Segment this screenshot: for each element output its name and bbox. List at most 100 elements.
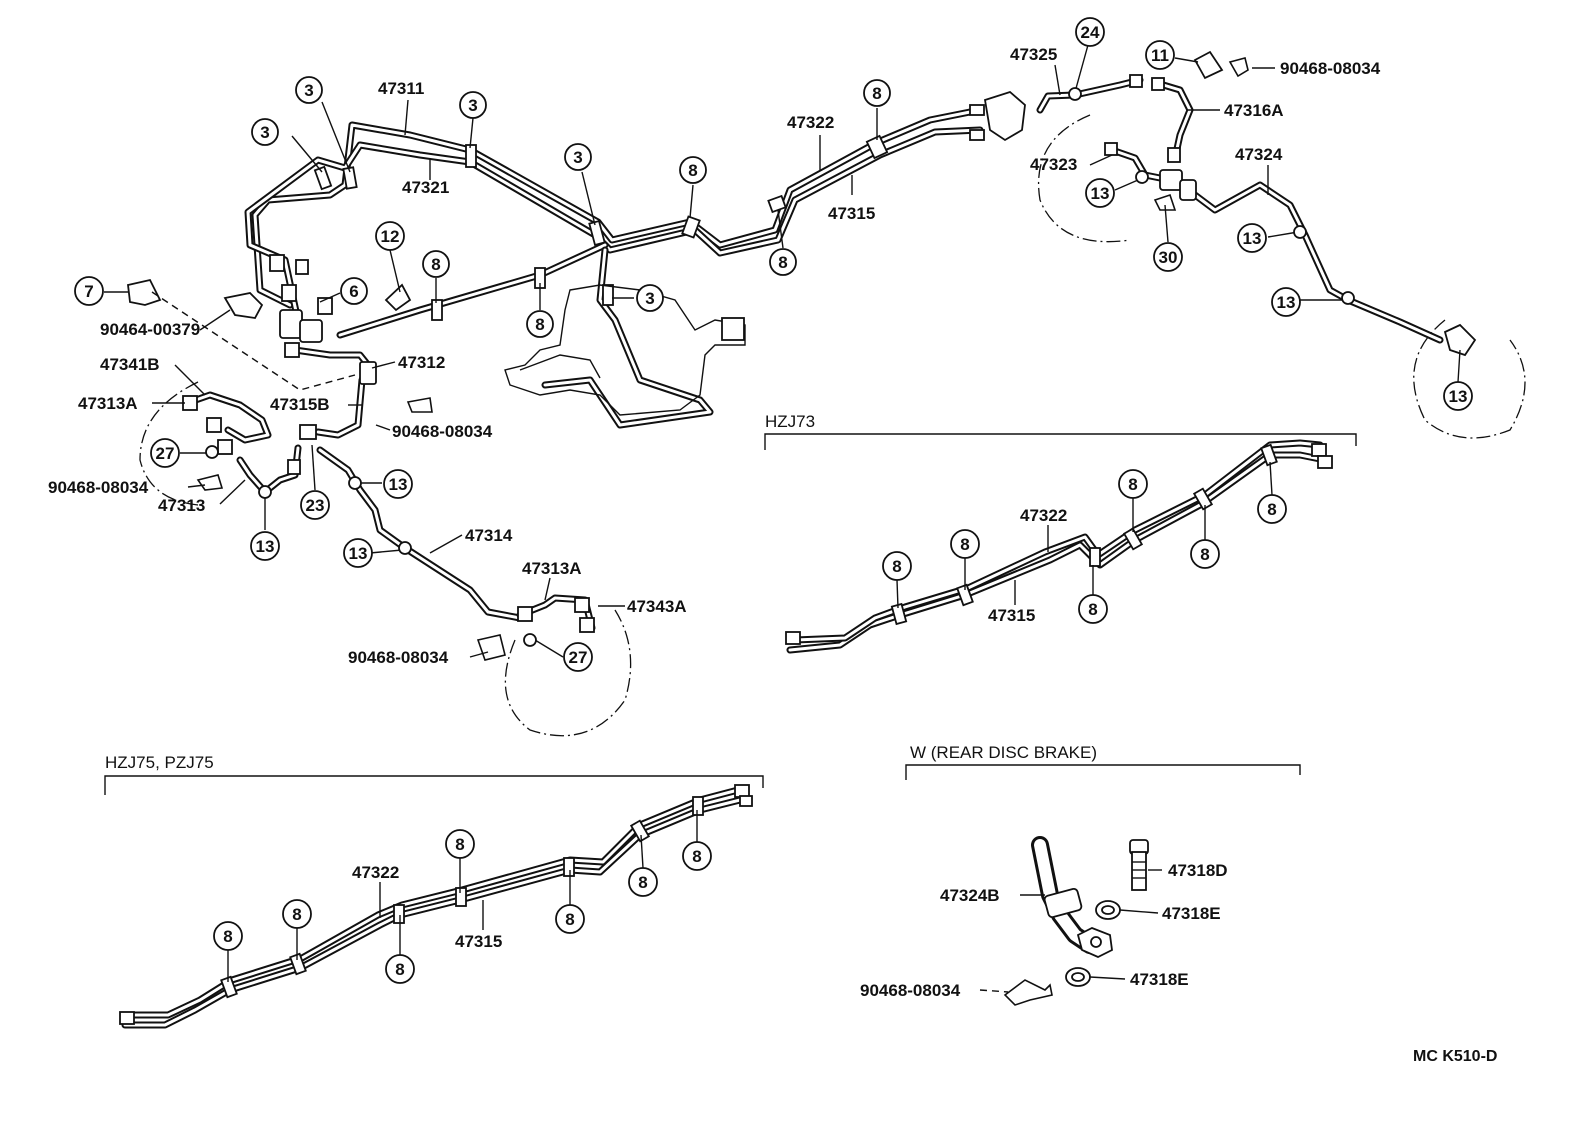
- section-rear-disc: W (REAR DISC BRAKE) 47324B 47318D 47318E…: [860, 743, 1301, 1006]
- label-47323: 47323: [1030, 155, 1077, 174]
- label-47313: 47313: [158, 496, 205, 515]
- part-labels-main: 47311 47321 47322 47315 47325 47316A 904…: [48, 45, 1381, 667]
- engine-block-outline: [504, 284, 746, 416]
- h73-label-47315: 47315: [988, 606, 1035, 625]
- callout-8e: 8: [863, 79, 891, 107]
- label-47318D: 47318D: [1168, 861, 1228, 880]
- bracket-12: [384, 283, 412, 312]
- tube-clamps: [313, 134, 889, 321]
- callout-3e: 3: [636, 284, 664, 312]
- svg-text:8: 8: [565, 910, 574, 929]
- h73-callout-8a: 8: [882, 551, 912, 581]
- h73-callout-8d: 8: [1118, 469, 1148, 499]
- callout-8c: 8: [679, 156, 707, 184]
- callouts-main: 3 3 3 3 3 12 8 6 7 8 8 8 8 24 11 13 30 1…: [74, 17, 1473, 672]
- svg-text:30: 30: [1159, 248, 1178, 267]
- callout-13f: 13: [250, 531, 280, 561]
- label-47315B: 47315B: [270, 395, 330, 414]
- hzj73-title: HZJ73: [765, 412, 815, 431]
- callout-23: 23: [300, 490, 330, 520]
- bracket-7: [127, 278, 162, 306]
- section-hzj73: HZJ73 8 8 8 8 8 8 47322 47315: [764, 412, 1357, 654]
- label-47316A: 47316A: [1224, 101, 1284, 120]
- callout-13d: 13: [1443, 381, 1473, 411]
- callout-13g: 13: [343, 538, 373, 568]
- label-90468-left: 90468-08034: [48, 478, 149, 497]
- label-47318E-1: 47318E: [1162, 904, 1221, 923]
- callout-3d: 3: [564, 143, 592, 171]
- svg-text:27: 27: [156, 444, 175, 463]
- svg-text:8: 8: [1088, 600, 1097, 619]
- svg-text:8: 8: [223, 927, 232, 946]
- svg-text:3: 3: [260, 123, 269, 142]
- wheel-outlines: [139, 114, 1526, 737]
- label-90468-mid: 90468-08034: [392, 422, 493, 441]
- svg-text:12: 12: [381, 227, 400, 246]
- callout-13b: 13: [1237, 223, 1267, 253]
- svg-text:3: 3: [304, 81, 313, 100]
- svg-text:3: 3: [468, 96, 477, 115]
- svg-text:8: 8: [892, 557, 901, 576]
- svg-text:8: 8: [455, 835, 464, 854]
- label-47325: 47325: [1010, 45, 1057, 64]
- label-47313A-left: 47313A: [78, 394, 138, 413]
- h73-callout-8e: 8: [1190, 539, 1220, 569]
- callout-24: 24: [1075, 17, 1105, 47]
- hzj75-title: HZJ75, PZJ75: [105, 753, 214, 772]
- svg-text:13: 13: [1243, 229, 1262, 248]
- h75-callout-8g: 8: [682, 841, 712, 871]
- h73-callout-8c: 8: [1078, 594, 1108, 624]
- h73-callout-8f: 8: [1257, 494, 1287, 524]
- svg-text:13: 13: [1091, 184, 1110, 203]
- svg-text:8: 8: [535, 315, 544, 334]
- label-47324: 47324: [1235, 145, 1283, 164]
- rear-disc-title: W (REAR DISC BRAKE): [910, 743, 1097, 762]
- svg-text:8: 8: [1267, 500, 1276, 519]
- callout-13a: 13: [1085, 178, 1115, 208]
- label-47324B: 47324B: [940, 886, 1000, 905]
- callout-13c: 13: [1271, 287, 1301, 317]
- callout-8a: 8: [422, 250, 450, 278]
- callout-8b: 8: [526, 310, 554, 338]
- h73-label-47322: 47322: [1020, 506, 1067, 525]
- leader-lines: [104, 44, 1461, 658]
- callout-13e: 13: [383, 469, 413, 499]
- label-47311: 47311: [378, 79, 424, 98]
- svg-text:8: 8: [778, 253, 787, 272]
- callout-7: 7: [74, 276, 104, 306]
- svg-text:8: 8: [1128, 475, 1137, 494]
- svg-text:13: 13: [349, 544, 368, 563]
- diagram-reference-code: MC K510-D: [1413, 1048, 1497, 1065]
- callout-30: 30: [1153, 242, 1183, 272]
- label-47314: 47314: [465, 526, 513, 545]
- bracket-11: [1193, 50, 1224, 80]
- svg-text:3: 3: [645, 289, 654, 308]
- svg-text:8: 8: [692, 847, 701, 866]
- callout-8d: 8: [769, 248, 797, 276]
- label-90468-bottom: 90468-08034: [348, 648, 449, 667]
- svg-text:8: 8: [292, 905, 301, 924]
- callout-6: 6: [340, 277, 368, 305]
- label-47321: 47321: [402, 178, 449, 197]
- svg-text:3: 3: [573, 148, 582, 167]
- h75-callout-8c: 8: [385, 954, 415, 984]
- section-hzj75: HZJ75, PZJ75 8 8 8 8 8 8 8 47322 47315: [104, 753, 764, 1029]
- label-47315-main: 47315: [828, 204, 875, 223]
- callout-27a: 27: [150, 438, 180, 468]
- h75-callout-8a: 8: [213, 921, 243, 951]
- proportioning-valve-cluster: [127, 254, 412, 385]
- svg-text:8: 8: [688, 161, 697, 180]
- svg-text:8: 8: [960, 535, 969, 554]
- tube-couplers: [205, 87, 1355, 647]
- label-47322-main: 47322: [787, 113, 834, 132]
- callout-3a: 3: [295, 76, 323, 104]
- label-90468-top: 90468-08034: [1280, 59, 1381, 78]
- svg-text:11: 11: [1151, 46, 1169, 65]
- h75-label-47315: 47315: [455, 932, 502, 951]
- svg-text:23: 23: [306, 496, 325, 515]
- h75-callout-8b: 8: [282, 899, 312, 929]
- svg-text:8: 8: [638, 873, 647, 892]
- svg-text:7: 7: [84, 282, 93, 301]
- bracket-90464: [223, 292, 264, 319]
